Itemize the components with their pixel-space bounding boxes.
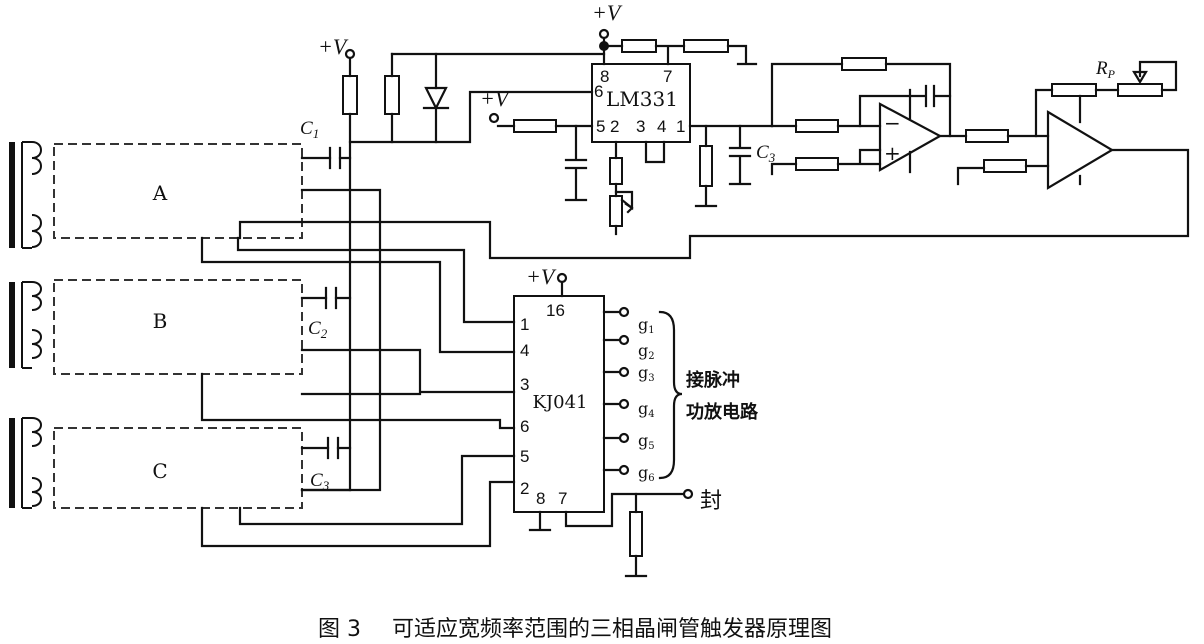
phase-a-label: A <box>152 181 168 205</box>
supply-label-mid: +V <box>480 86 511 111</box>
capacitor-c3-lm331 <box>728 124 752 186</box>
output-g5-terminal <box>618 432 630 444</box>
supply-terminal-left <box>344 48 356 60</box>
lm331-pin6: 6 <box>594 82 603 101</box>
zener-diode <box>424 86 448 111</box>
output-g3-terminal <box>618 366 630 378</box>
output-g6-label: g6 <box>638 463 655 484</box>
output-note-line2: 功放电路 <box>686 401 759 423</box>
resistor-r14 <box>1051 83 1097 97</box>
capacitor-c1 <box>328 146 342 170</box>
supply-terminal-kj <box>556 272 568 284</box>
lm331-pin1: 1 <box>676 117 685 136</box>
output-g6-terminal <box>618 464 630 476</box>
kj041-pin6: 6 <box>520 417 529 436</box>
kj041-pin2: 2 <box>520 479 529 498</box>
c1-label: C1 <box>300 118 319 141</box>
supply-label-kj: +V <box>526 264 557 289</box>
output-g1-label: g1 <box>638 315 655 336</box>
resistor-r8 <box>699 145 713 187</box>
opamp-2 <box>1046 110 1115 190</box>
phase-b-label: B <box>153 309 168 333</box>
resistor-r12 <box>965 129 1009 143</box>
output-g1-terminal <box>618 306 630 318</box>
supply-terminal-mid <box>488 112 500 124</box>
supply-label-left: +V <box>318 34 349 59</box>
lm331-pin3: 3 <box>636 117 645 136</box>
output-note-line1: 接脉冲 <box>686 369 740 391</box>
resistor-r11 <box>795 157 839 171</box>
output-g2-label: g2 <box>638 341 655 362</box>
resistor-r3 <box>621 39 657 53</box>
trimmer-r7 <box>609 195 623 227</box>
lm331-pin8: 8 <box>600 67 609 86</box>
opamp-1-plus: + <box>884 141 901 165</box>
supply-section: +V C1 C2 C3 <box>300 34 606 493</box>
resistor-r15 <box>629 511 643 557</box>
opamp-section: − + RP <box>238 57 1190 260</box>
resistor-r5 <box>513 119 557 133</box>
output-g2-terminal <box>618 334 630 346</box>
lm331-pin5: 5 <box>596 117 605 136</box>
kj041-pin5: 5 <box>520 447 529 466</box>
lm331-pin2: 2 <box>610 117 619 136</box>
seal-label: 封 <box>700 489 722 514</box>
caption-figure-number: 图 3 <box>318 617 361 642</box>
kj041-pin4: 4 <box>520 341 529 360</box>
resistor-r4 <box>683 39 729 53</box>
outputs-section: g1 g2 g3 g4 g5 g6 接脉冲 功放电路 <box>602 306 759 484</box>
kj041-pin8: 8 <box>536 489 545 508</box>
resistor-r10 <box>795 119 839 133</box>
capacitor-feedback <box>858 84 952 128</box>
output-g3-label: g3 <box>638 363 655 384</box>
phase-c-label: C <box>152 459 167 483</box>
lm331-pin7: 7 <box>663 67 672 86</box>
c3-lm331-label: C3 <box>756 142 776 165</box>
c2-label: C2 <box>308 318 328 341</box>
output-g4-label: g4 <box>638 399 655 420</box>
output-g5-label: g5 <box>638 431 655 452</box>
phase-b-block: B <box>9 279 303 375</box>
rp-label: RP <box>1095 58 1116 81</box>
resistor-r1 <box>342 75 358 115</box>
capacitor-c3-phase <box>326 436 340 460</box>
figure-caption: 图 3 可适应宽频率范围的三相晶闸管触发器原理图 <box>318 617 832 642</box>
opamp-1-minus: − <box>884 111 901 135</box>
seal-terminal <box>682 488 694 500</box>
lm331-chip <box>591 63 691 143</box>
caption-text: 可适应宽频率范围的三相晶闸管触发器原理图 <box>392 617 832 642</box>
kj041-pin3: 3 <box>520 375 529 394</box>
phase-a-block: A <box>9 141 303 249</box>
output-g4-terminal <box>618 398 630 410</box>
lm331-section: +V LM331 8 7 6 5 2 3 4 1 +V <box>480 0 776 236</box>
kj041-name: KJ041 <box>532 392 587 413</box>
resistor-r13 <box>983 159 1027 173</box>
supply-terminal-top <box>598 28 610 40</box>
kj041-pin7: 7 <box>558 489 567 508</box>
resistor-r9 <box>841 57 887 71</box>
supply-label-top: +V <box>592 0 623 25</box>
kj041-pin16: 16 <box>546 301 565 320</box>
kj041-pin1: 1 <box>520 315 529 334</box>
phase-c-block: C <box>9 417 303 509</box>
output-brace <box>658 310 683 480</box>
lm331-pin4: 4 <box>657 117 666 136</box>
resistor-r2 <box>384 75 400 115</box>
c3-phase-label: C3 <box>310 470 330 493</box>
kj041-section: +V KJ041 16 1 4 3 6 5 2 8 7 封 <box>200 188 722 578</box>
resistor-r6 <box>609 157 623 185</box>
lm331-name: LM331 <box>606 87 678 111</box>
potentiometer-rp <box>1117 83 1163 97</box>
capacitor-c2 <box>324 286 338 310</box>
